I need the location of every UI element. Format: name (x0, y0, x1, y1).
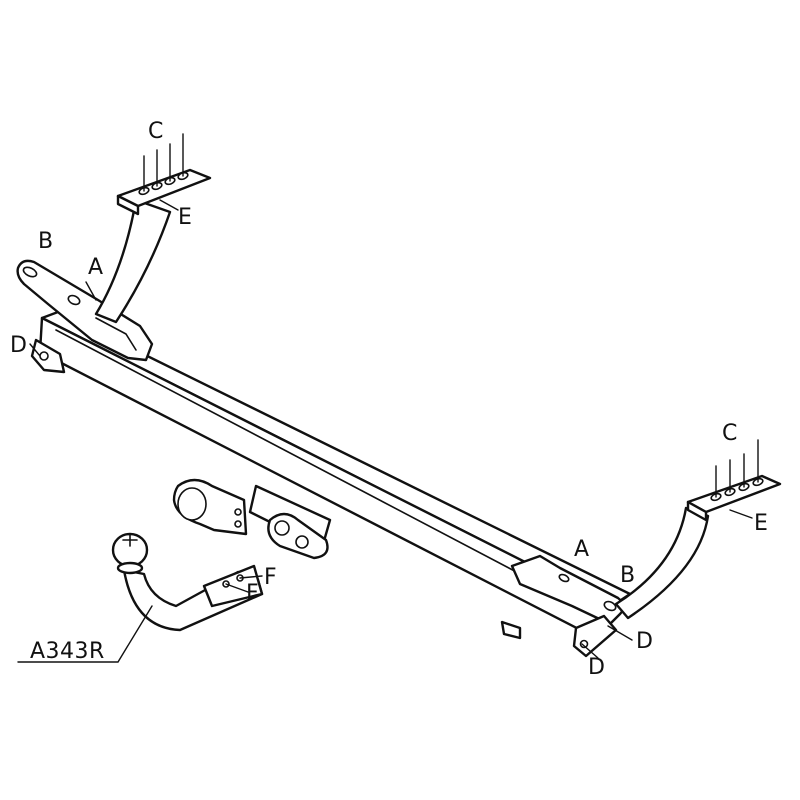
clamp-bore (177, 487, 207, 521)
right-bracket-hole-a (558, 573, 570, 583)
center-receiver-mount (248, 484, 332, 560)
clamp-socket (172, 478, 248, 536)
left-foot-plate (116, 168, 212, 208)
main-crossbar (38, 310, 632, 642)
right-support-arm (614, 474, 782, 620)
leader-lines (17, 133, 759, 663)
right-foot-plate (686, 474, 782, 514)
label-f-upper: F (264, 565, 277, 590)
tow-ball-collar (116, 561, 144, 575)
right-lower-tab-hole (579, 639, 589, 649)
label-e-right: E (754, 511, 768, 536)
label-d-right-1: D (636, 629, 653, 654)
callout-labels: C E B A D C E A B D D F F A343R (10, 119, 768, 680)
right-small-tab (500, 620, 522, 640)
right-curved-arm (614, 506, 710, 620)
left-bracket-hole-a (67, 294, 81, 306)
label-d-right-2: D (588, 655, 605, 680)
label-a-right: A (574, 537, 589, 562)
label-b-left: B (38, 229, 53, 254)
label-f-lower: F (246, 581, 259, 606)
left-bracket-hole-b (22, 266, 38, 278)
receiver-hole-1 (274, 520, 290, 536)
label-e-left: E (178, 205, 192, 230)
left-lower-tab-hole (39, 351, 49, 361)
left-curved-arm (94, 198, 172, 324)
label-c-left: C (148, 119, 163, 144)
clamp-hole-1 (234, 508, 242, 516)
part-code-label: A343R (30, 639, 105, 664)
right-bracket-hole-b (603, 600, 617, 612)
left-support-arm (94, 168, 212, 324)
receiver-hole-2 (295, 535, 309, 549)
label-b-right: B (620, 563, 635, 588)
label-d-left: D (10, 333, 27, 358)
left-side-bracket (16, 259, 154, 374)
label-a-left: A (88, 255, 103, 280)
clamp-hole-2 (234, 520, 242, 528)
left-bracket-plate (16, 259, 154, 362)
tow-ball-neck (111, 532, 264, 632)
label-c-right: C (722, 421, 737, 446)
